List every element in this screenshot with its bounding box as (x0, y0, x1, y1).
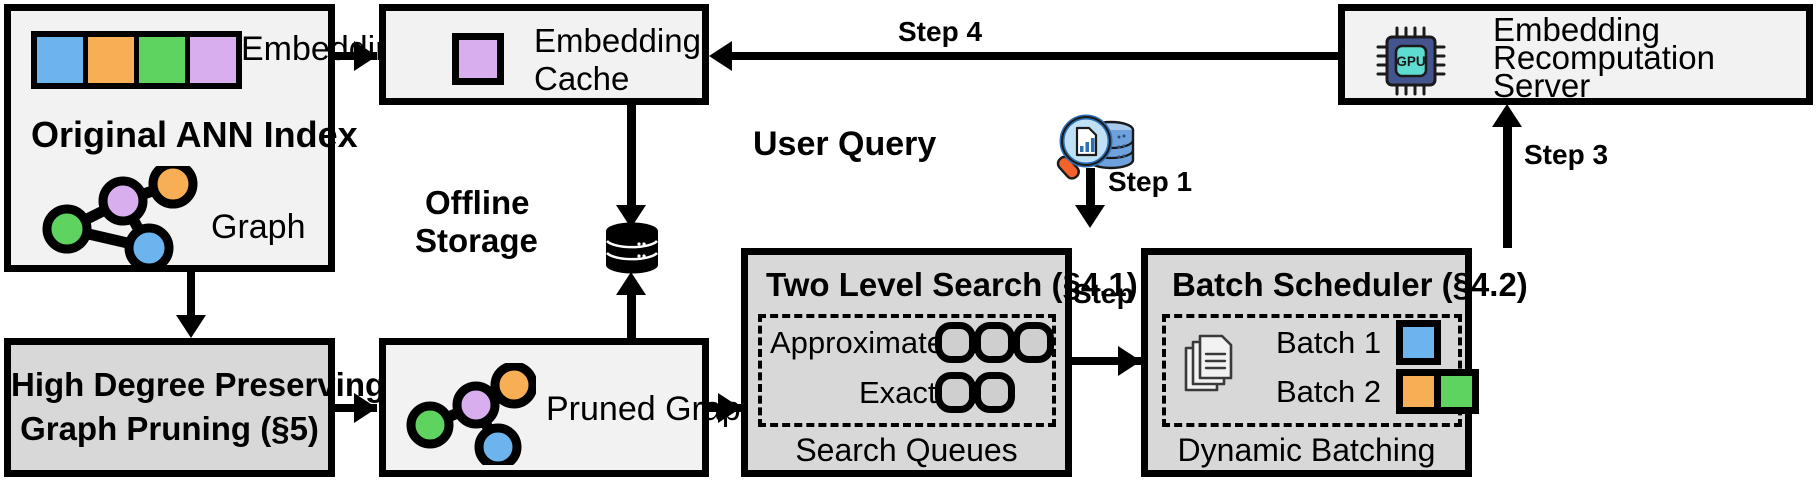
two-level-search-box: Two Level Search (§4.1) Approximate Exac… (741, 248, 1138, 477)
approximate-queue-slot-2[interactable] (974, 322, 1015, 363)
pruned-graph-box: Pruned Graph (379, 338, 760, 477)
embedding-cell-green (139, 37, 190, 83)
database-cylinder-icon (606, 222, 658, 274)
arrow-step2-head (1118, 346, 1141, 376)
batch-2-item-green (1434, 369, 1479, 414)
batch-1-label: Batch 1 (1276, 325, 1382, 360)
embedding-cell-orange (88, 37, 139, 83)
step3-label: Step 3 (1524, 139, 1609, 170)
arrow-pruning-to-pruned-head (354, 393, 377, 423)
embedding-cell-purple (190, 37, 236, 83)
arrow-cache-to-storage-head (616, 205, 646, 228)
magnifier-database-icon (1056, 114, 1135, 180)
pruned-graph-icon (406, 363, 536, 465)
search-queues-panel: Approximate Exact (758, 314, 1056, 427)
dynamic-batching-panel: Batch 1 Batch 2 (1162, 314, 1479, 427)
exact-queue-slot-1[interactable] (935, 372, 976, 413)
recomputation-server-box: GPU Embedding Recomputation Server (1338, 4, 1813, 105)
batch-scheduler-box: Batch Scheduler (§4.2) Batch 1 Batch 2 (1141, 248, 1528, 477)
embedding-cache-box: Embedding Cache (379, 4, 709, 105)
arrow-pruned-to-storage-head (616, 272, 646, 295)
dynamic-batching-caption: Dynamic Batching (1177, 432, 1436, 468)
original-graph-icon (42, 166, 198, 271)
batch-scheduler-title: Batch Scheduler (§4.2) (1172, 266, 1528, 303)
arrow-step1-head (1075, 205, 1105, 228)
gpu-chip-icon: GPU (1376, 26, 1446, 96)
svg-text:GPU: GPU (1396, 54, 1425, 69)
approximate-queue-slot-3[interactable] (1013, 322, 1054, 363)
arrow-pruned-to-storage-line (627, 282, 636, 338)
recomputation-server-line3: Server (1493, 67, 1591, 104)
exact-queue-slot-2[interactable] (974, 372, 1015, 413)
arrow-cache-to-storage-line (627, 105, 636, 215)
embedding-cell-blue (37, 37, 88, 83)
arrow-step4-line (726, 52, 1338, 60)
batch-1-item-blue (1396, 320, 1441, 365)
two-level-search-title: Two Level Search (§4.1) (766, 266, 1138, 303)
search-queues-caption: Search Queues (795, 432, 1018, 468)
arrow-step3-line (1503, 118, 1512, 248)
arrow-step4-head (709, 41, 732, 71)
embedding-square-icon (452, 33, 504, 85)
arrow-step3-head (1492, 104, 1522, 127)
pruning-title-line1: High Degree Preserving (11, 366, 386, 403)
batch-2-label: Batch 2 (1276, 374, 1382, 409)
user-query-label: User Query (753, 125, 937, 163)
step1-label: Step 1 (1108, 166, 1193, 197)
arrow-step2-line (1072, 357, 1141, 365)
graph-label: Graph (211, 208, 306, 246)
embedding-cache-line2: Cache (534, 60, 630, 97)
arrow-pruned-to-search-head (718, 393, 741, 423)
graph-pruning-box: High Degree Preserving Graph Pruning (§5… (4, 338, 386, 477)
documents-stack-icon (1184, 334, 1233, 392)
recomputation-server-line1: Embedding (1493, 11, 1660, 48)
arrow-index-to-pruning-line (187, 272, 195, 320)
arrow-step1-line (1086, 168, 1095, 216)
approximate-label: Approximate (770, 325, 945, 360)
recomputation-server-line2: Recomputation (1493, 39, 1715, 76)
embedding-vector-strip (31, 31, 242, 89)
arrow-index-to-pruning-head (176, 315, 206, 338)
arrow-index-to-cache-head (354, 41, 377, 71)
original-ann-index-box: Embedding Original ANN Index Graph (4, 4, 413, 272)
pruning-title-line2: Graph Pruning (§5) (20, 410, 319, 447)
offline-storage-line1: Offline (425, 184, 530, 221)
exact-label: Exact (859, 375, 937, 410)
step4-label: Step 4 (898, 16, 983, 47)
embedding-cache-line1: Embedding (534, 22, 701, 59)
offline-storage-line2: Storage (415, 222, 538, 259)
original-ann-index-title: Original ANN Index (31, 114, 358, 155)
approximate-queue-slot-1[interactable] (935, 322, 976, 363)
